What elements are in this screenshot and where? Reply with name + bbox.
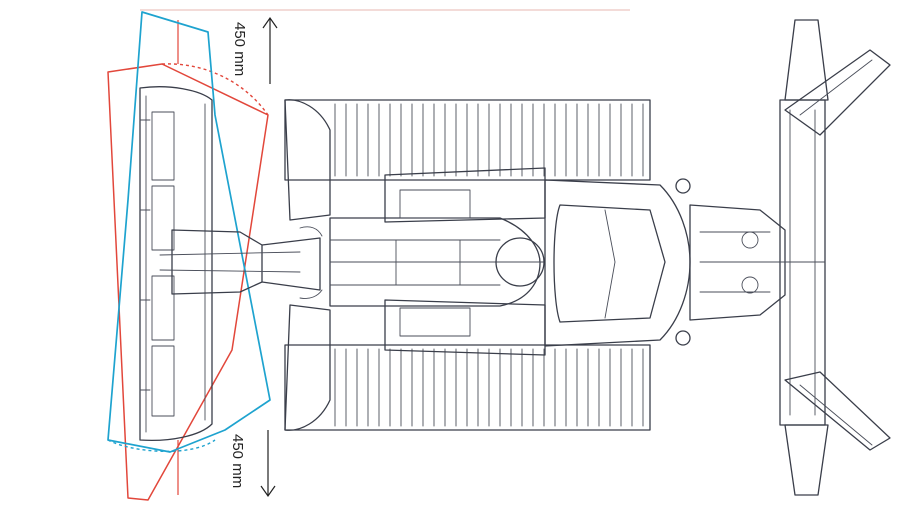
track-bottom-cleats [334, 348, 644, 427]
front-blade [139, 86, 213, 442]
cab [544, 178, 691, 347]
mirror-top [675, 178, 691, 194]
finisher-flap-top [784, 19, 891, 136]
track-top [284, 99, 651, 221]
dimension-arrow-top [262, 16, 278, 84]
rear-hitch [689, 204, 786, 321]
dimension-arrow-bottom [260, 430, 276, 498]
finisher-flap-bottom [784, 371, 891, 496]
blade-range-red [107, 20, 269, 501]
dimension-label-top: 450 mm [231, 22, 248, 77]
mirror-bottom [675, 330, 691, 346]
side-pods [384, 167, 546, 356]
blade-hitch [159, 226, 323, 299]
drive-hub [495, 237, 545, 287]
track-bottom [284, 304, 651, 431]
track-top-cleats [334, 103, 644, 177]
blade-range-blue [107, 11, 271, 453]
chassis [329, 217, 546, 307]
dimension-label-bottom: 450 mm [229, 434, 246, 489]
